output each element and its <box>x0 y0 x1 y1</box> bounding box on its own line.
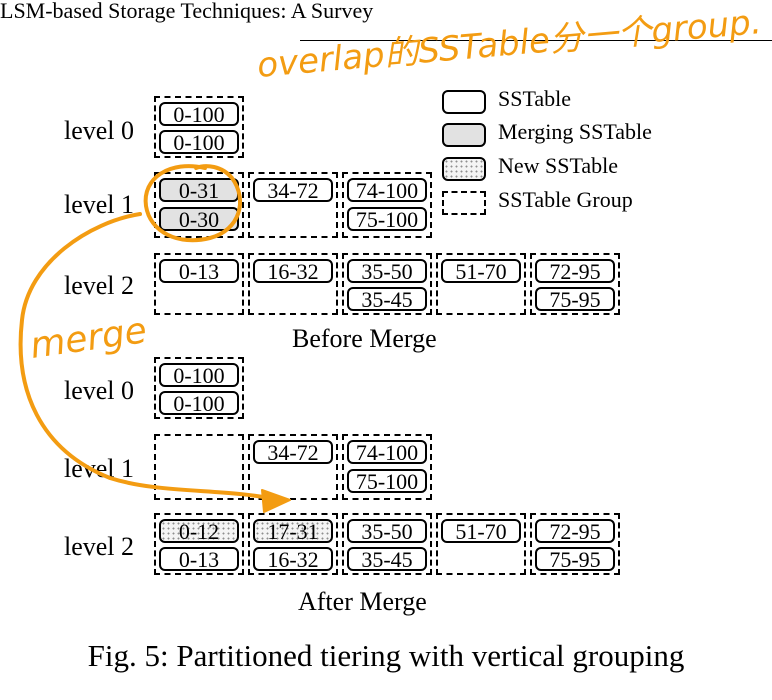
after-l2-sstable: 51-70 <box>441 519 521 543</box>
before-l1-merging-sstable: 0-30 <box>159 207 239 231</box>
legend-sstable-label: SSTable <box>498 86 572 111</box>
before-l1-sstable: 74-100 <box>347 178 427 202</box>
before-merge-caption: Before Merge <box>292 324 437 353</box>
running-header: LSM-based Storage Techniques: A Survey <box>0 0 374 23</box>
before-l1-group-2 <box>248 172 338 238</box>
after-l0-sstable: 0-100 <box>159 391 239 415</box>
after-l0-sstable: 0-100 <box>159 363 239 387</box>
after-l2-group-1 <box>154 513 244 575</box>
legend-group-label: SSTable Group <box>498 187 633 212</box>
legend-new-label: New SSTable <box>498 153 619 178</box>
before-l2-sstable: 35-45 <box>347 287 427 311</box>
legend-merging-label: Merging SSTable <box>498 119 652 144</box>
before-l2-sstable: 75-95 <box>535 287 615 311</box>
after-level-1-label: level 1 <box>64 454 135 483</box>
before-l2-group-4 <box>436 253 526 315</box>
before-l2-sstable: 72-95 <box>535 259 615 283</box>
before-l2-sstable: 35-50 <box>347 259 427 283</box>
figure-caption: Fig. 5: Partitioned tiering with vertica… <box>87 638 685 673</box>
after-l1-sstable: 74-100 <box>347 440 427 464</box>
handwritten-merge-note: merge <box>27 310 150 367</box>
before-l0-sstable: 0-100 <box>159 102 239 126</box>
after-l2-sstable: 0-13 <box>159 547 239 571</box>
after-l2-new-sstable: 0-12 <box>159 519 239 543</box>
before-level-2-label: level 2 <box>64 271 135 300</box>
after-level-0-label: level 0 <box>64 376 135 405</box>
after-l1-group-1-empty <box>154 434 244 500</box>
after-l2-sstable: 16-32 <box>253 547 333 571</box>
after-l2-sstable: 35-50 <box>347 519 427 543</box>
after-l2-group-2 <box>248 513 338 575</box>
legend-sstable-swatch <box>442 90 486 114</box>
before-l2-group-5 <box>530 253 620 315</box>
before-l1-sstable: 75-100 <box>347 207 427 231</box>
after-l1-sstable: 34-72 <box>253 440 333 464</box>
before-l2-sstable: 16-32 <box>253 259 333 283</box>
before-l1-sstable: 34-72 <box>253 178 333 202</box>
before-l1-merging-sstable: 0-31 <box>159 178 239 202</box>
after-l1-sstable: 75-100 <box>347 469 427 493</box>
after-l2-sstable: 75-95 <box>535 547 615 571</box>
before-l2-group-3 <box>342 253 432 315</box>
legend-new-swatch <box>442 157 486 181</box>
after-l2-new-sstable: 17-31 <box>253 519 333 543</box>
before-l0-sstable: 0-100 <box>159 130 239 154</box>
before-l2-sstable: 51-70 <box>441 259 521 283</box>
after-l1-group-3 <box>342 434 432 500</box>
before-l0-group <box>154 96 244 158</box>
after-l2-sstable: 35-45 <box>347 547 427 571</box>
after-level-2-label: level 2 <box>64 532 135 561</box>
legend-group-swatch <box>442 191 486 215</box>
after-l2-sstable: 72-95 <box>535 519 615 543</box>
before-l2-sstable: 0-13 <box>159 259 239 283</box>
before-level-1-label: level 1 <box>64 190 135 219</box>
before-l1-group-3 <box>342 172 432 238</box>
legend-merging-swatch <box>442 123 486 147</box>
after-l2-group-5 <box>530 513 620 575</box>
after-merge-caption: After Merge <box>298 587 427 616</box>
before-level-0-label: level 0 <box>64 116 135 145</box>
after-l2-group-4 <box>436 513 526 575</box>
header-rule <box>300 40 772 41</box>
after-l2-group-3 <box>342 513 432 575</box>
